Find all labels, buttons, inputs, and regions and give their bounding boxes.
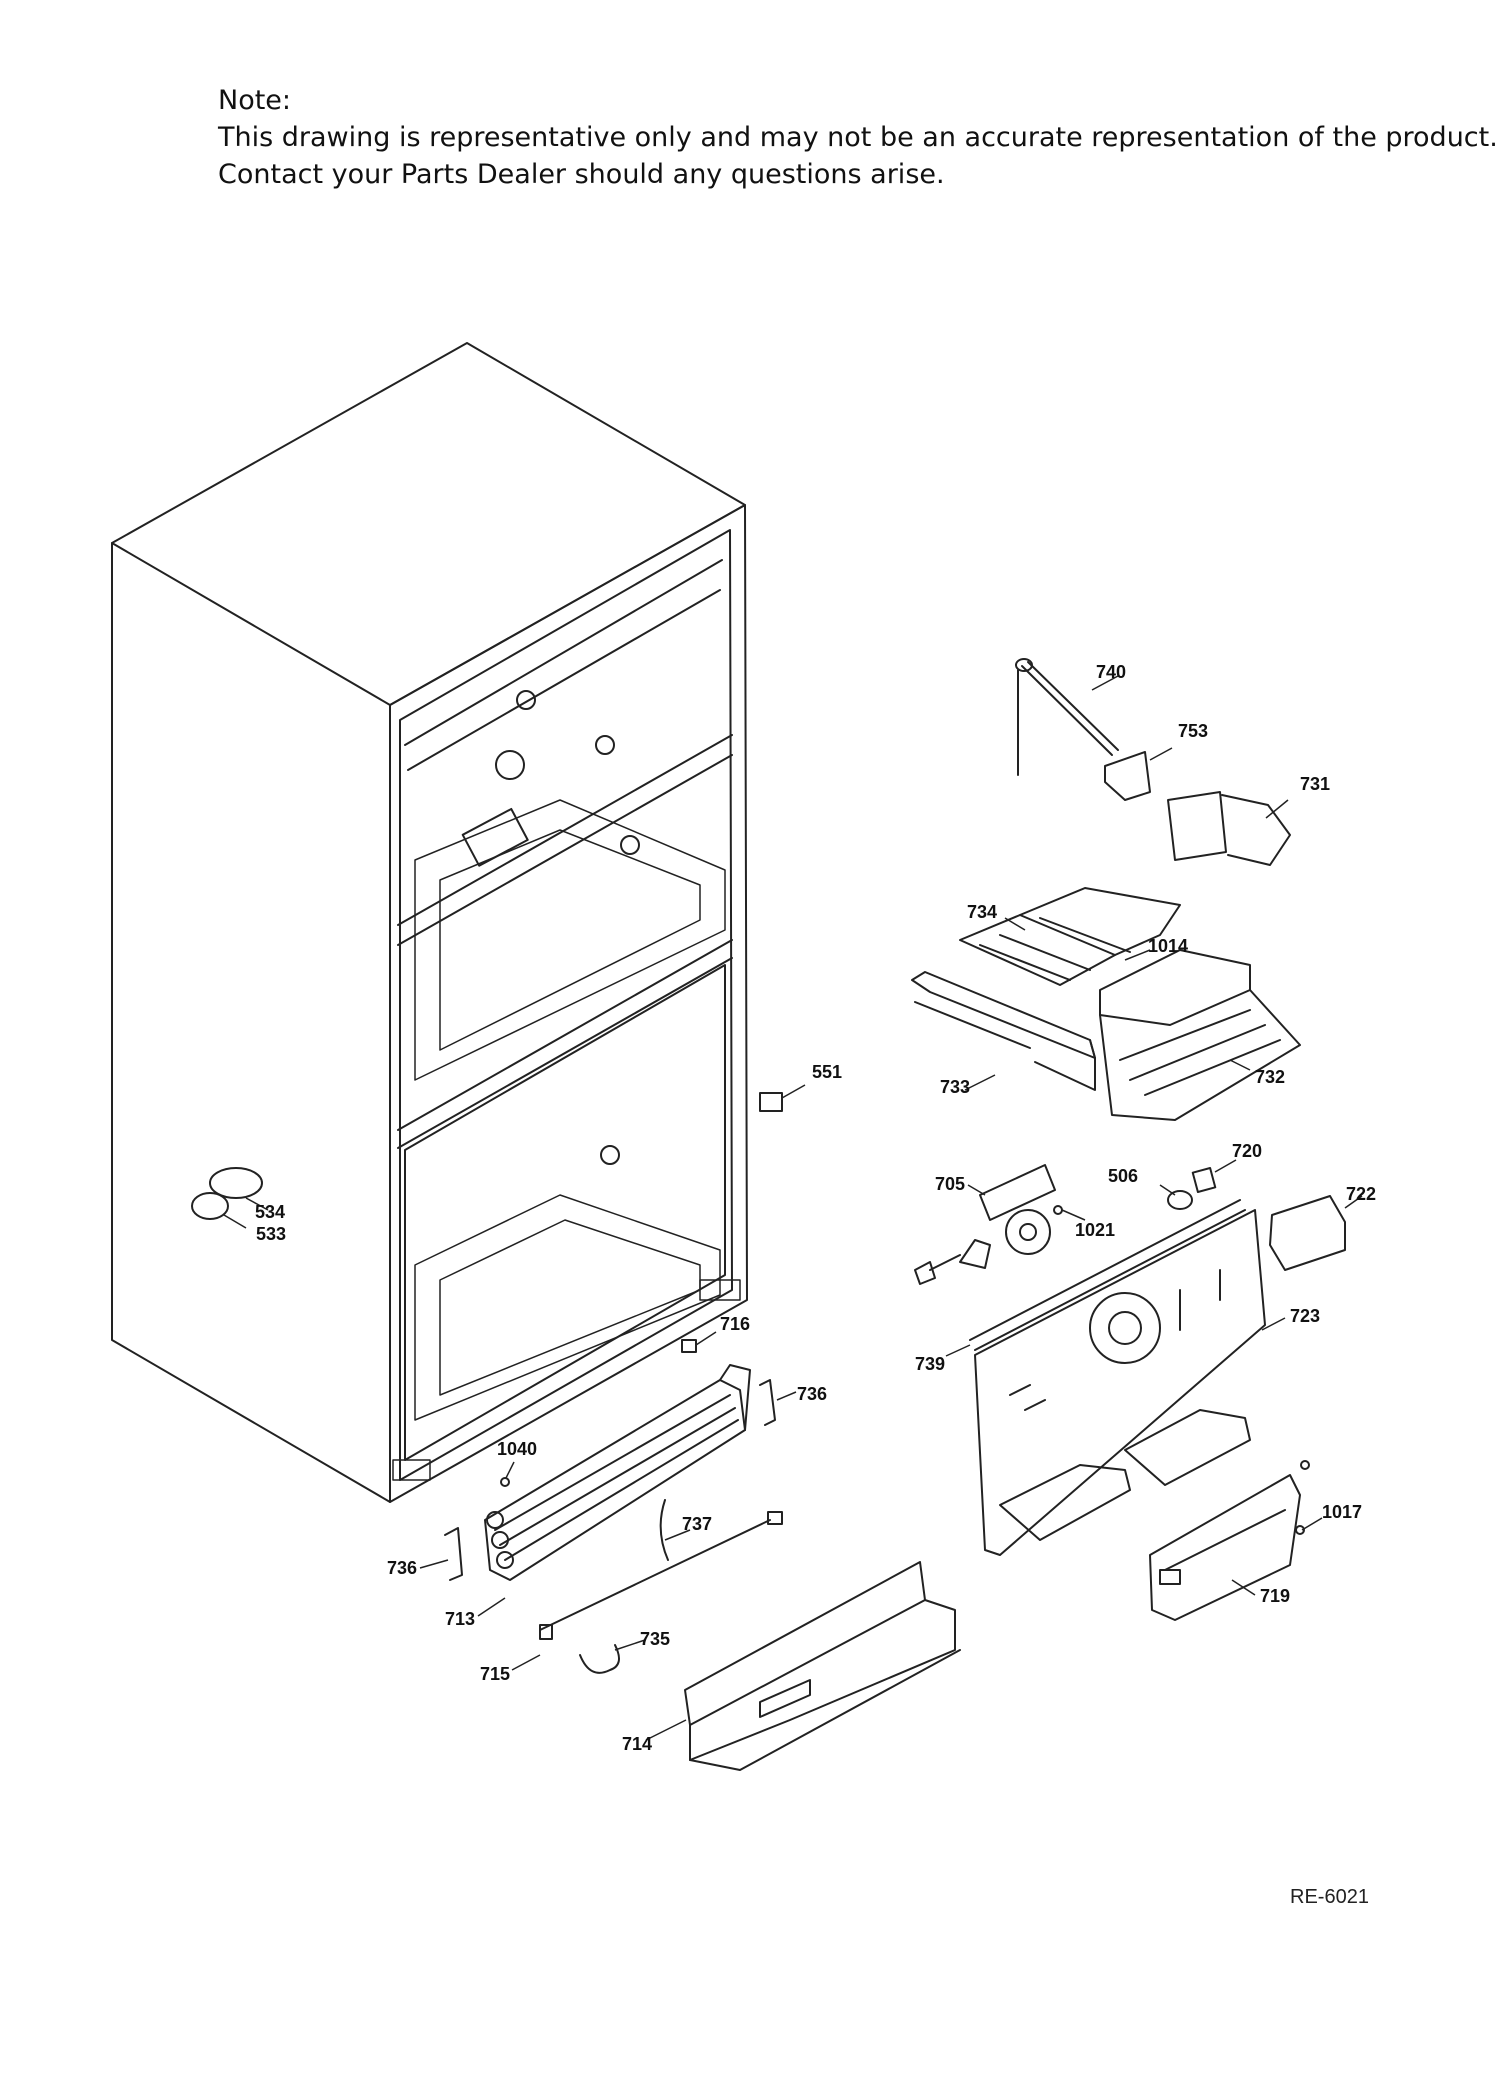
label-734: 734 [967, 902, 997, 922]
label-733: 733 [940, 1077, 970, 1097]
part-duct-upper [999, 1464, 1131, 1541]
part-753-bracket [1104, 751, 1151, 801]
label-722: 722 [1346, 1184, 1376, 1204]
label-740: 740 [1096, 662, 1126, 682]
label-551: 551 [812, 1062, 842, 1082]
label-737: 737 [682, 1514, 712, 1534]
part-713-evaporator [484, 1364, 751, 1581]
part-722-lens [1269, 1195, 1346, 1271]
part-740-fill-tube [1015, 658, 1119, 776]
label-715: 715 [480, 1664, 510, 1684]
part-735-bracket [579, 1644, 620, 1674]
part-533-side-cap [191, 1192, 229, 1220]
label-731: 731 [1300, 774, 1330, 794]
label-719: 719 [1260, 1586, 1290, 1606]
label-1021: 1021 [1075, 1220, 1115, 1240]
label-753: 753 [1178, 721, 1208, 741]
label-533: 533 [256, 1224, 286, 1244]
part-715-heater [539, 1511, 783, 1640]
label-534: 534 [255, 1202, 285, 1222]
part-731-motor [1167, 791, 1291, 866]
note-heading: Note: [218, 85, 292, 116]
label-736-right: 736 [797, 1384, 827, 1404]
label-713: 713 [445, 1609, 475, 1629]
label-705: 705 [935, 1174, 965, 1194]
part-1017-screw-a [1300, 1460, 1310, 1470]
part-737-wire [659, 1499, 669, 1561]
label-720: 720 [1232, 1141, 1262, 1161]
label-739: 739 [915, 1354, 945, 1374]
refrigerator-cabinet [111, 342, 748, 1503]
part-716-clip [681, 1339, 697, 1353]
label-506: 506 [1108, 1166, 1138, 1186]
part-723-evaporator-cover [974, 1209, 1266, 1556]
label-732: 732 [1255, 1067, 1285, 1087]
part-534-side-plate [209, 1167, 263, 1199]
label-1040: 1040 [497, 1439, 537, 1459]
part-736-bracket-left [444, 1527, 463, 1581]
label-1017: 1017 [1322, 1502, 1362, 1522]
part-705-fan-motor [914, 1164, 1056, 1285]
part-551-switch [759, 1092, 783, 1112]
label-714: 714 [622, 1734, 652, 1754]
part-1017-screw-b [1295, 1525, 1305, 1535]
note-line-1: This drawing is representative only and … [218, 122, 1498, 153]
part-732-tray [1099, 949, 1301, 1121]
part-506-lamp [1167, 1190, 1193, 1210]
part-739-gasket [969, 1199, 1246, 1351]
part-1040-screw [500, 1477, 510, 1487]
disclaimer-note: Note: This drawing is representative onl… [218, 82, 1498, 193]
part-736-bracket-right [759, 1379, 776, 1426]
part-720-socket [1191, 1167, 1217, 1193]
part-714-drain-pan [684, 1561, 961, 1771]
label-736-left: 736 [387, 1558, 417, 1578]
part-1021-screw [1053, 1205, 1063, 1215]
drawing-reference-number: RE-6021 [1290, 1886, 1369, 1908]
label-735: 735 [640, 1629, 670, 1649]
part-duct-right [1124, 1409, 1251, 1486]
label-1014: 1014 [1148, 936, 1188, 956]
part-734-cover [959, 887, 1181, 986]
label-723: 723 [1290, 1306, 1320, 1326]
note-line-2: Contact your Parts Dealer should any que… [218, 159, 945, 190]
part-719-grille [1149, 1474, 1301, 1621]
label-716: 716 [720, 1314, 750, 1334]
part-733-rail [911, 971, 1096, 1091]
